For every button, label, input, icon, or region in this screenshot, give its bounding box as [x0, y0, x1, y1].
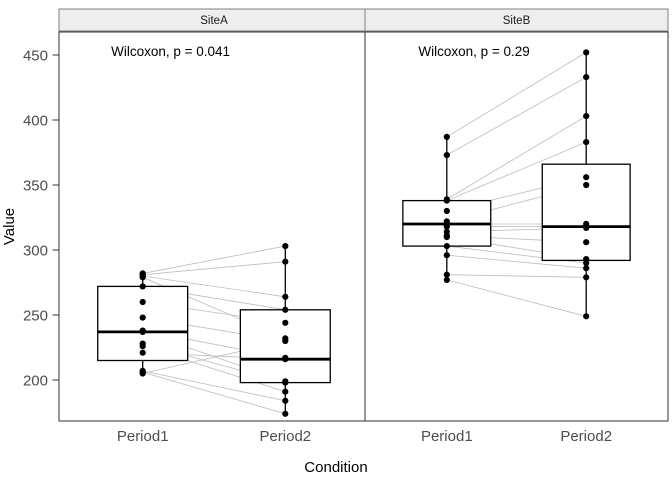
data-point	[282, 258, 289, 265]
pvalue-annotation-SiteA: Wilcoxon, p = 0.041	[111, 44, 230, 59]
x-tick-label-SiteB-Period1: Period1	[421, 428, 473, 445]
x-tick-label-SiteB-Period2: Period2	[560, 428, 612, 445]
data-point	[282, 293, 289, 300]
data-point	[443, 243, 450, 250]
x-axis-title: Condition	[304, 459, 367, 476]
paired-line	[142, 245, 286, 274]
paired-line	[142, 371, 286, 415]
data-point	[443, 252, 450, 259]
data-point	[139, 314, 146, 321]
strip-background-SiteB	[364, 8, 669, 32]
data-point	[443, 197, 450, 204]
data-point	[282, 388, 289, 395]
data-point	[139, 274, 146, 281]
data-point	[443, 223, 450, 230]
data-point	[443, 271, 450, 278]
data-point	[583, 265, 590, 272]
data-point	[583, 181, 590, 189]
data-point	[282, 397, 289, 404]
y-tick-label-250: 250	[23, 308, 48, 325]
paired-line	[446, 279, 587, 317]
data-point	[443, 276, 450, 283]
y-tick-label-350: 350	[23, 178, 48, 195]
points-SiteB-Period1	[443, 133, 450, 283]
data-point	[583, 224, 590, 231]
data-point	[139, 328, 146, 335]
data-point	[139, 298, 146, 306]
points-SiteB-Period2	[583, 49, 590, 320]
paired-line	[446, 76, 587, 156]
data-point	[139, 349, 146, 356]
data-point	[282, 319, 289, 326]
data-point	[583, 139, 590, 146]
paired-line	[142, 275, 286, 298]
y-axis-title: Value	[1, 208, 18, 245]
paired-line	[142, 370, 286, 402]
data-point	[282, 306, 289, 313]
strip-label-SiteB: SiteB	[503, 15, 531, 27]
data-point	[583, 74, 590, 81]
points-SiteA-Period2	[282, 243, 289, 417]
box-rect	[97, 285, 189, 362]
paired-line	[446, 274, 587, 278]
data-point	[583, 274, 590, 281]
data-point	[443, 133, 450, 140]
data-point	[282, 410, 289, 417]
data-point	[139, 283, 146, 290]
paired-line	[446, 115, 587, 200]
data-point	[282, 243, 289, 250]
y-axis: 200 250 300 350 400 450	[23, 48, 59, 390]
panel-content-SiteA	[97, 243, 331, 417]
x-tick-label-SiteA-Period1: Period1	[117, 428, 169, 445]
data-point	[282, 356, 289, 363]
pvalue-annotation-SiteB: Wilcoxon, p = 0.29	[418, 44, 529, 59]
data-point	[583, 49, 590, 56]
data-point	[443, 233, 450, 241]
data-point	[583, 259, 590, 267]
paired-line	[446, 141, 587, 201]
paired-line	[446, 254, 587, 269]
paired-line	[142, 261, 286, 276]
data-point	[139, 370, 146, 377]
data-point	[583, 174, 590, 181]
data-point	[282, 337, 289, 345]
data-point	[139, 343, 146, 350]
x-tick-label-SiteA-Period2: Period2	[259, 428, 311, 445]
strip-label-SiteA: SiteA	[200, 15, 228, 27]
points-SiteA-Period1	[139, 270, 146, 377]
y-tick-label-200: 200	[23, 373, 48, 390]
data-point	[282, 379, 289, 386]
data-point	[583, 239, 590, 246]
y-tick-label-450: 450	[23, 48, 48, 65]
paired-line	[446, 52, 587, 138]
panel-content-SiteB	[402, 49, 631, 320]
data-point	[583, 113, 590, 120]
data-point	[443, 207, 450, 215]
data-point	[443, 152, 450, 159]
data-point	[583, 313, 590, 320]
y-tick-label-300: 300	[23, 243, 48, 260]
y-tick-label-400: 400	[23, 113, 48, 130]
